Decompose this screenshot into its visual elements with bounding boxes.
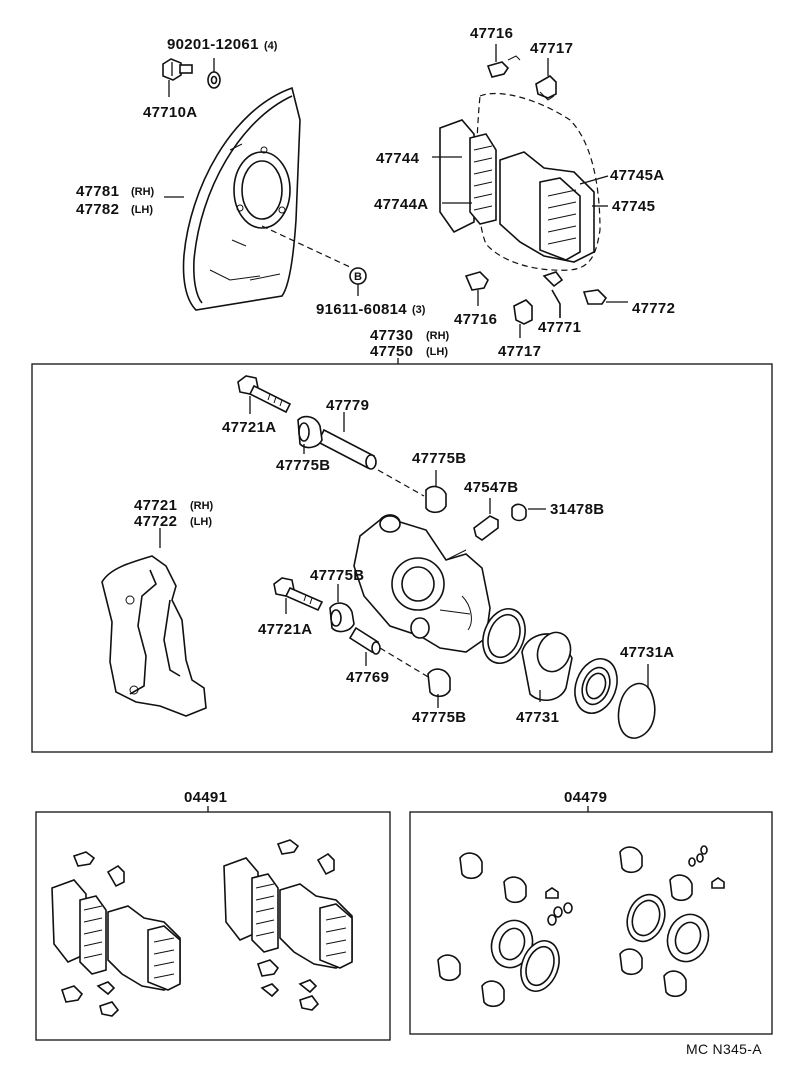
- label-04491: 04491: [184, 789, 227, 806]
- label-47716-top: 47716: [470, 25, 513, 42]
- caliper-body: [353, 514, 491, 653]
- label-47782-side: (LH): [131, 204, 153, 216]
- label-47771: 47771: [538, 319, 581, 336]
- label-90201-qty: (4): [264, 40, 278, 52]
- label-47722-side: (LH): [190, 516, 212, 528]
- label-47769: 47769: [346, 669, 389, 686]
- pad-47745: [499, 151, 595, 263]
- label-47721-side: (RH): [190, 500, 214, 512]
- label-47745: 47745: [612, 198, 655, 215]
- boot-47775B-a: [297, 415, 323, 454]
- label-47750-side: (LH): [426, 346, 448, 358]
- label-91611-qty: (3): [412, 304, 426, 316]
- label-47781: 47781: [76, 183, 119, 200]
- label-90201: 90201-12061: [167, 36, 259, 53]
- seal-ring: [482, 608, 526, 664]
- label-91611: 91611-60814: [316, 301, 407, 318]
- bleeder-47547B: [473, 498, 499, 541]
- bolt-90201: [162, 58, 193, 97]
- clip-47717-bot: [513, 299, 533, 338]
- label-47779: 47779: [326, 397, 369, 414]
- label-47716-bot: 47716: [454, 311, 497, 328]
- clip-47717-top: [535, 58, 557, 101]
- label-04479: 04479: [564, 789, 607, 806]
- pad-kit-left: [51, 851, 181, 1017]
- label-31478B: 31478B: [550, 501, 604, 518]
- label-47750: 47750: [370, 343, 413, 360]
- bolt-47721A-bot: [273, 577, 324, 614]
- clip-47716-top: [486, 44, 521, 78]
- piston-47731: [521, 631, 573, 702]
- label-47731A: 47731A: [620, 644, 674, 661]
- washer-90201: [207, 58, 221, 89]
- dust-boot: [574, 658, 618, 714]
- label-47775B-b: 47775B: [412, 450, 466, 467]
- ref-b-text: B: [354, 271, 362, 283]
- label-47710A: 47710A: [143, 104, 197, 121]
- boot-47775B-b: [425, 470, 447, 514]
- label-47775B-d: 47775B: [412, 709, 466, 726]
- bracket-47721: [101, 528, 207, 717]
- dust-shield: [182, 86, 301, 311]
- clip-47771: [542, 271, 564, 318]
- label-47731: 47731: [516, 709, 559, 726]
- cap-31478B: [511, 503, 546, 522]
- clip-47716-bot: [464, 271, 489, 306]
- set-ring-47731A: [617, 664, 656, 739]
- label-47547B: 47547B: [464, 479, 518, 496]
- label-47721: 47721: [134, 497, 177, 514]
- drawing-code: MC N345-A: [686, 1041, 762, 1057]
- label-47782: 47782: [76, 201, 119, 218]
- seal-kit-box: [409, 811, 773, 1035]
- pad-47744: [439, 119, 497, 234]
- label-47721A-top: 47721A: [222, 419, 276, 436]
- pad-kit-box: [35, 811, 391, 1041]
- label-47722: 47722: [134, 513, 177, 530]
- label-47717-top: 47717: [530, 40, 573, 57]
- label-47721A-bot: 47721A: [258, 621, 312, 638]
- label-47745A: 47745A: [610, 167, 664, 184]
- label-47775B-a: 47775B: [276, 457, 330, 474]
- label-47730-side: (RH): [426, 330, 450, 342]
- seal-kit-contents: [437, 845, 725, 1008]
- bolt-47721A-top: [237, 375, 292, 414]
- label-47717-bot: 47717: [498, 343, 541, 360]
- label-47744A: 47744A: [374, 196, 428, 213]
- label-47772: 47772: [632, 300, 675, 317]
- pin-47769: [348, 626, 381, 666]
- label-47781-side: (RH): [131, 186, 155, 198]
- caliper-assembly-box: [31, 363, 773, 753]
- boot-47775B-c: [329, 584, 355, 633]
- pad-kit-right: [223, 839, 353, 1011]
- label-47730: 47730: [370, 327, 413, 344]
- label-47744: 47744: [376, 150, 420, 167]
- label-47775B-c: 47775B: [310, 567, 364, 584]
- boot-47775B-d: [427, 668, 451, 708]
- clip-47772: [582, 289, 628, 305]
- ref-b-marker: B: [349, 267, 367, 296]
